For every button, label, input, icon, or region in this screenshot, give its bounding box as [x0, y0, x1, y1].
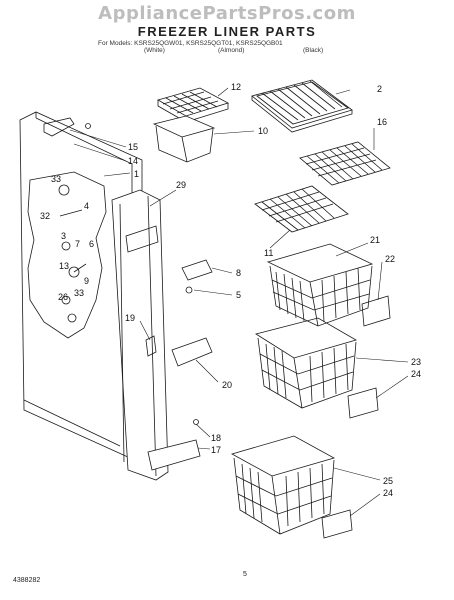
callout-23: 23: [411, 357, 421, 367]
callout-8: 8: [236, 268, 241, 278]
hinge-bracket: [43, 117, 75, 137]
callout-22: 22: [385, 254, 395, 264]
color-almond: (Almond): [218, 47, 245, 54]
callout-3: 3: [61, 231, 66, 241]
side-panel: [111, 189, 169, 481]
callout-7: 7: [75, 239, 80, 249]
callout-16: 16: [377, 117, 387, 127]
callout-19: 19: [125, 313, 135, 323]
color-black: (Black): [303, 47, 324, 54]
callout-25: 25: [383, 476, 393, 486]
callout-2: 2: [377, 84, 382, 94]
wire-basket-middle: [255, 317, 358, 409]
callout-11: 11: [264, 248, 273, 258]
ice-bin: [152, 115, 216, 163]
control-housing: [27, 171, 107, 339]
model-line: For Models: KSRS25QGW01, KSRS25QGT01, KS…: [98, 40, 428, 47]
callout-21: 21: [370, 235, 380, 245]
callout-29: 29: [176, 180, 186, 190]
callout-13: 13: [59, 261, 69, 271]
callout-17: 17: [211, 445, 221, 455]
screw-15: [85, 123, 91, 129]
callout-20: 20: [222, 380, 232, 390]
callout-26: 26: [58, 292, 68, 302]
callout-4: 4: [84, 201, 89, 211]
basket-front-upper: [361, 295, 391, 327]
leader-lines: [69, 87, 409, 517]
screw-5: [185, 286, 193, 294]
watermark: AppliancePartsPros.com: [98, 3, 356, 24]
callout-10: 10: [258, 126, 268, 136]
model-list: For Models: KSRS25QGW01, KSRS25QGT01, KS…: [98, 40, 428, 57]
screw-18: [193, 419, 199, 425]
callout-15: 15: [128, 142, 138, 152]
basket-front-middle: [347, 387, 379, 419]
wire-shelf-lower: [254, 185, 349, 233]
models-prefix: For Models:: [98, 40, 133, 47]
wire-basket-lower: [230, 435, 336, 535]
diagram-title: FREEZER LINER PARTS: [137, 24, 317, 39]
page-number: 5: [243, 571, 247, 578]
bracket-8: [181, 259, 213, 281]
callout-33-upper: 33: [51, 174, 61, 184]
models-numbers: KSRS25QGW01, KSRS25QGT01, KSRS25QGB01: [134, 40, 283, 47]
top-shelf: [251, 79, 353, 133]
color-white: (White): [144, 47, 165, 54]
callout-24-lower: 24: [383, 488, 393, 498]
callout-9: 9: [84, 276, 89, 286]
model-colors: (White) (Almond) (Black): [98, 47, 428, 57]
callout-labels: 12 2 10 16 15 14 1 29 33 4 32 6 3 7 13 9…: [40, 82, 421, 498]
rail-17: [147, 439, 201, 471]
callout-18: 18: [211, 433, 221, 443]
clip-19: [145, 335, 157, 357]
callout-6: 6: [89, 239, 94, 249]
basket-front-lower: [321, 509, 353, 539]
callout-5: 5: [236, 290, 241, 300]
callout-24-upper: 24: [411, 369, 421, 379]
callout-32: 32: [40, 211, 50, 221]
wire-basket-upper: [266, 243, 374, 327]
ice-tray: [156, 87, 230, 123]
cover-20: [171, 337, 213, 367]
callout-33-lower: 33: [74, 288, 84, 298]
document-number: 4388282: [13, 577, 41, 584]
callout-14: 14: [128, 156, 138, 166]
wire-shelf-upper: [299, 141, 391, 186]
callout-12: 12: [231, 82, 241, 92]
callout-1: 1: [134, 169, 139, 179]
